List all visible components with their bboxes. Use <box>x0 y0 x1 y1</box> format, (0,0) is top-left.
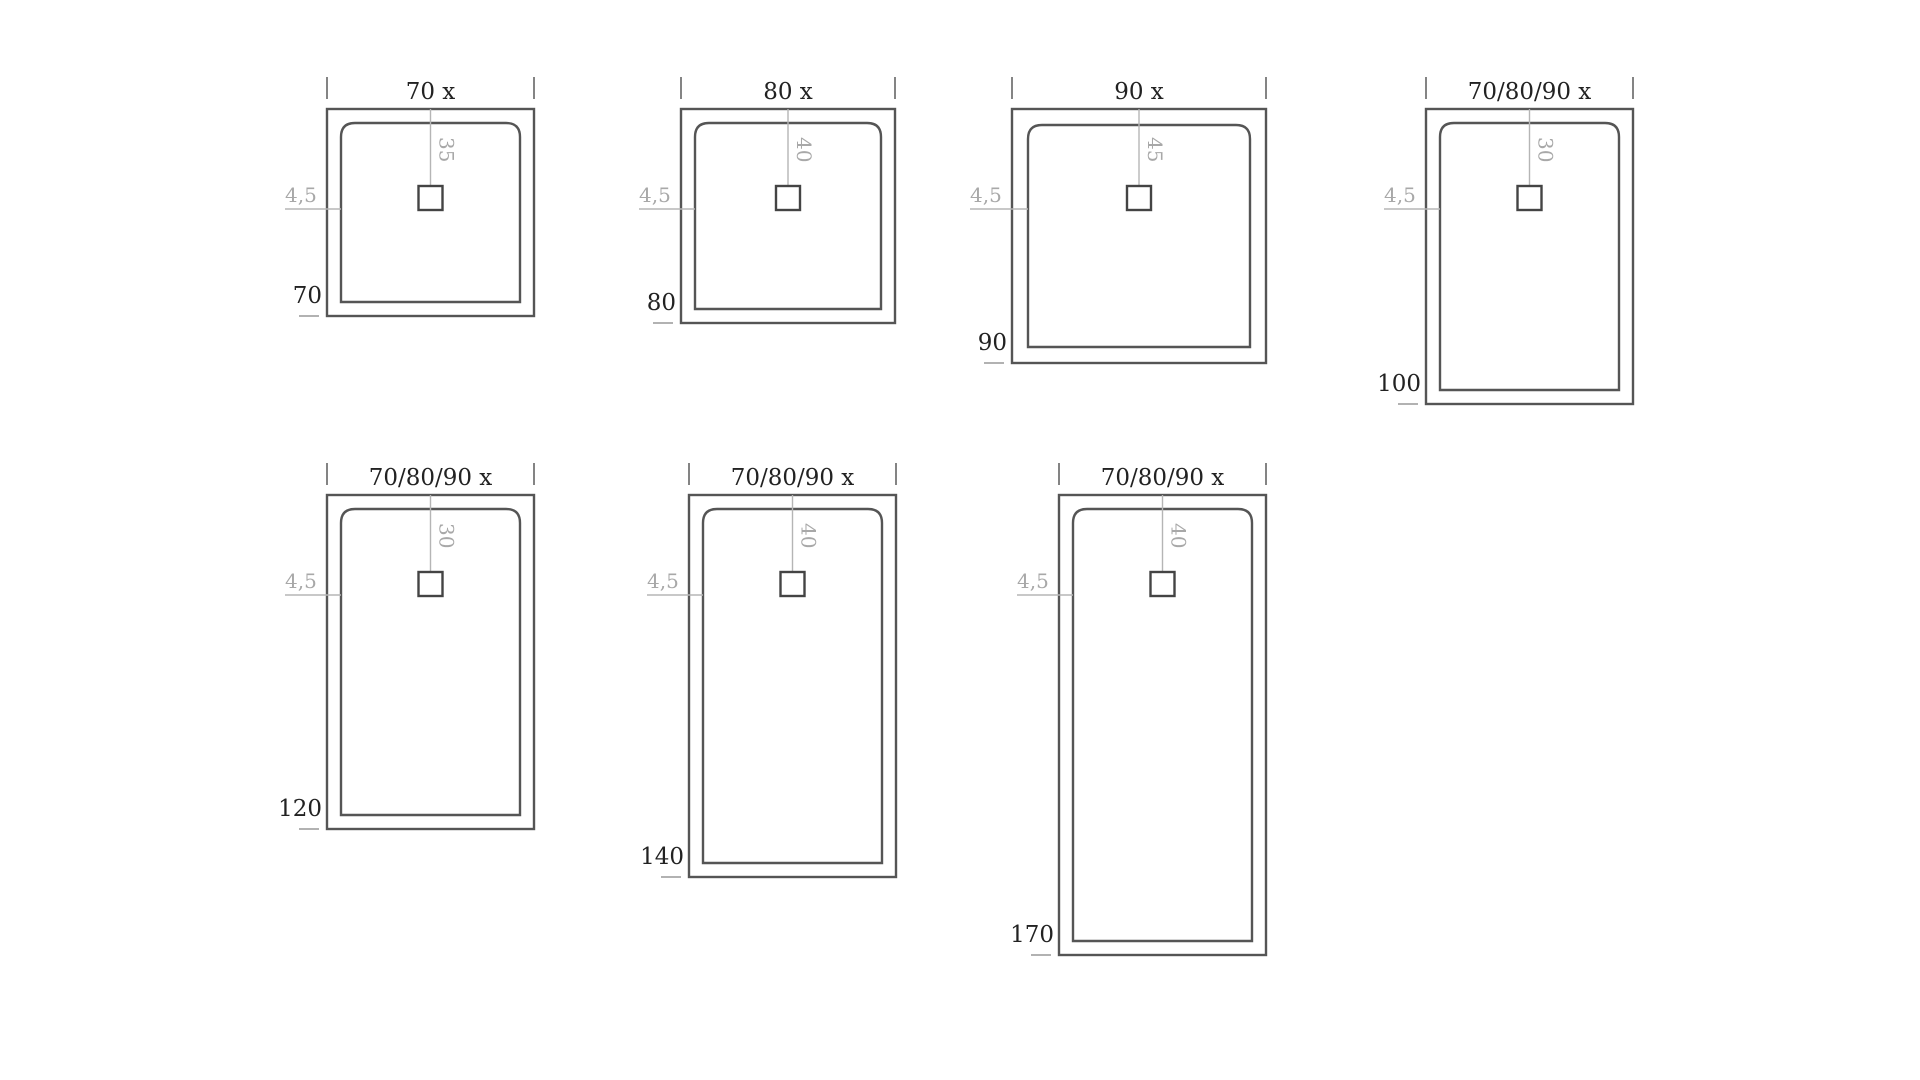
tray-basin <box>1071 507 1254 943</box>
drain-offset-label: 45 <box>1143 137 1167 162</box>
length-label: 170 <box>1010 922 1054 948</box>
margin-label: 4,5 <box>285 183 317 207</box>
tray-basin <box>1026 123 1252 349</box>
drain-icon <box>779 570 806 598</box>
length-label: 80 <box>647 290 676 316</box>
drain-offset-label: 40 <box>792 137 816 162</box>
width-label: 70/80/90 x <box>369 465 493 491</box>
shower-tray-1: 70 x 35 4,5 70 <box>285 77 536 318</box>
length-label: 140 <box>640 844 684 870</box>
margin-label: 4,5 <box>1384 183 1416 207</box>
width-label: 80 x <box>763 79 813 105</box>
margin-label: 4,5 <box>647 569 679 593</box>
shower-tray-6: 70/80/90 x 40 4,5 140 <box>640 463 898 879</box>
drain-offset-label: 40 <box>797 523 821 548</box>
drain-icon <box>774 184 802 212</box>
length-label: 70 <box>293 283 322 309</box>
shower-tray-7: 70/80/90 x 40 4,5 170 <box>1010 463 1268 957</box>
drain-icon <box>417 570 444 598</box>
width-label: 70/80/90 x <box>731 465 855 491</box>
shower-tray-4: 70/80/90 x 30 4,5 100 <box>1377 77 1635 406</box>
margin-label: 4,5 <box>639 183 671 207</box>
drain-offset-label: 30 <box>435 523 459 548</box>
drain-offset-label: 35 <box>435 137 459 162</box>
length-label: 120 <box>278 796 322 822</box>
length-label: 100 <box>1377 371 1421 397</box>
drain-offset-label: 30 <box>1534 137 1558 162</box>
tray-basin <box>339 507 522 817</box>
width-label: 70 x <box>406 79 456 105</box>
tray-basin <box>693 121 883 311</box>
drain-icon <box>1516 184 1543 212</box>
shower-tray-2: 80 x 40 4,5 80 <box>639 77 897 325</box>
margin-label: 4,5 <box>285 569 317 593</box>
tray-basin <box>701 507 884 865</box>
width-label: 90 x <box>1114 79 1164 105</box>
margin-label: 4,5 <box>970 183 1002 207</box>
width-label: 70/80/90 x <box>1468 79 1592 105</box>
drain-icon <box>1125 184 1153 212</box>
drain-icon <box>417 184 444 212</box>
width-label: 70/80/90 x <box>1101 465 1225 491</box>
length-label: 90 <box>978 330 1007 356</box>
drain-offset-label: 40 <box>1167 523 1191 548</box>
shower-tray-5: 70/80/90 x 30 4,5 120 <box>278 463 536 831</box>
margin-label: 4,5 <box>1017 569 1049 593</box>
drain-icon <box>1149 570 1176 598</box>
shower-tray-3: 90 x 45 4,5 90 <box>970 77 1268 365</box>
tray-basin <box>1438 121 1621 392</box>
tray-basin <box>339 121 522 304</box>
